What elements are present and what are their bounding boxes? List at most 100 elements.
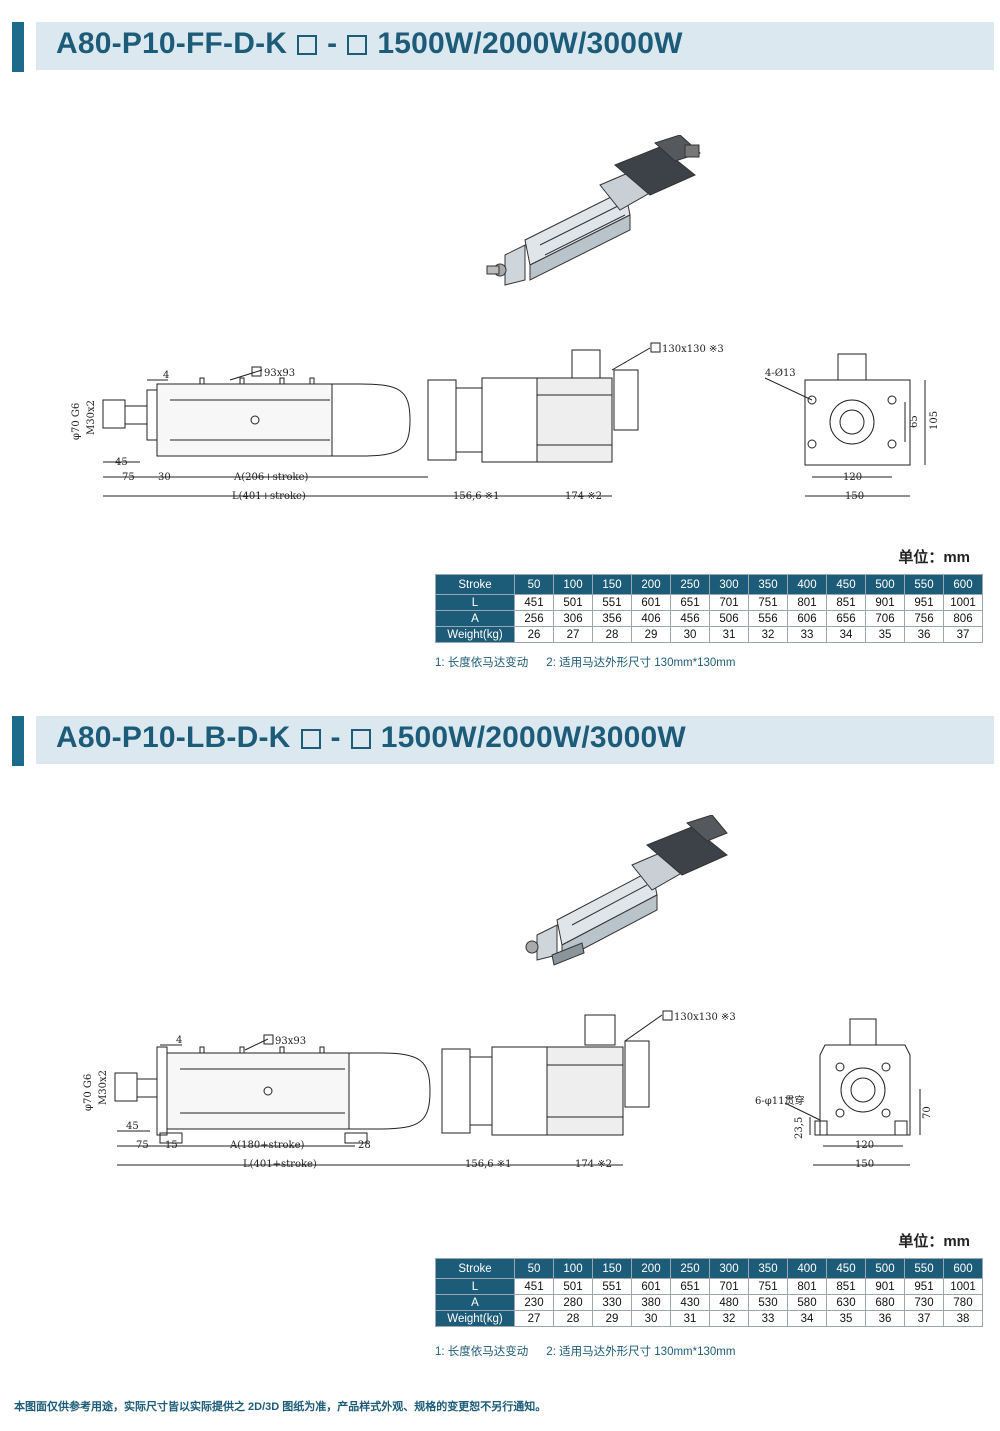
checkbox-placeholder-icon [297,35,318,55]
dim-a: A(206+stroke) [233,472,309,483]
holes-label: 6-φ11贯穿 [755,1094,804,1107]
table-cell: 656 [826,610,866,627]
table-cell: 37 [904,1310,944,1327]
dim-65: 65 [909,415,920,428]
table-cell: 32 [748,626,788,643]
dim-75: 75 [122,472,135,483]
table-row: L 451 501 551 601 651 701 751 801 851 90… [435,1278,983,1295]
title-accent [12,22,24,72]
table-header-row: Stroke 50 100 150 200 250 300 350 400 45… [435,574,983,595]
header-cell: Stroke [435,1258,515,1279]
table-cell: 28 [553,1310,593,1327]
dim-l: L(401+stroke) [232,491,306,502]
table-cell: 801 [787,1278,827,1295]
section-ff: A80-P10-FF-D-K - 1500W/2000W/3000W [0,0,1000,700]
table-cell: 356 [592,610,632,627]
row-label: Weight(kg) [435,626,515,643]
table-cell: 951 [904,594,944,611]
stroke-cell: 300 [709,574,749,595]
stroke-cell: 600 [943,1258,983,1279]
section-title: A80-P10-LB-D-K - 1500W/2000W/3000W [56,721,686,755]
table-cell: 430 [670,1294,710,1311]
table-cell: 456 [670,610,710,627]
table-cell: 701 [709,594,749,611]
table-cell: 30 [670,626,710,643]
table-cell: 806 [943,610,983,627]
spec-table: Stroke 50 100 150 200 250 300 350 400 45… [435,1258,983,1327]
dim-156-6: 156,6 ※1 [453,491,500,502]
square-symbol-icon [650,342,661,353]
table-cell: 501 [553,594,593,611]
table-header-row: Stroke 50 100 150 200 250 300 350 400 45… [435,1258,983,1279]
row-label: A [435,610,515,627]
dim-28: 28 [358,1140,371,1151]
table-cell: 27 [514,1310,554,1327]
table-cell: 30 [631,1310,671,1327]
actuator-iso-image [486,135,701,286]
stroke-cell: 250 [670,574,710,595]
table-cell: 601 [631,1278,671,1295]
dim-174: 174 ※2 [575,1159,612,1170]
power-options: 1500W/2000W/3000W [377,27,683,60]
table-cell: 230 [514,1294,554,1311]
table-cell: 506 [709,610,749,627]
dim-23-5: 23,5 [794,1117,805,1139]
checkbox-placeholder-icon [300,729,321,749]
table-cell: 651 [670,1278,710,1295]
notes: 1: 长度依马达变动 2: 适用马达外形尺寸 130mm*130mm [435,1343,735,1359]
table-row: Weight(kg) 26 27 28 29 30 31 32 33 34 35… [435,626,983,643]
dim-45: 45 [115,457,128,468]
table-row: A 256 306 356 406 456 506 556 606 656 70… [435,610,983,627]
table-cell: 1001 [943,594,983,611]
stroke-cell: 300 [709,1258,749,1279]
table-cell: 901 [865,594,905,611]
table-cell: 480 [709,1294,749,1311]
spec-table: Stroke 50 100 150 200 250 300 350 400 45… [435,574,983,643]
stroke-cell: 450 [826,574,866,595]
checkbox-placeholder-icon [347,35,368,55]
table-cell: 36 [865,1310,905,1327]
table-cell: 706 [865,610,905,627]
side-view-drawing: 4 93x93 130x130 ※3 φ70 G6 M30x2 45 75 15… [0,1005,1000,1175]
table-cell: 36 [904,626,944,643]
stroke-cell: 50 [514,1258,554,1279]
row-label: L [435,1278,515,1295]
table-cell: 580 [787,1294,827,1311]
title-dash: - [327,27,338,60]
note-1: 1: 长度依马达变动 [435,657,529,669]
dim-45: 45 [126,1121,139,1132]
table-cell: 35 [826,1310,866,1327]
table-cell: 601 [631,594,671,611]
stroke-cell: 350 [748,574,788,595]
dim-l: L(401+stroke) [243,1159,317,1170]
table-cell: 306 [553,610,593,627]
table-cell: 606 [787,610,827,627]
table-cell: 451 [514,1278,554,1295]
table-cell: 35 [865,626,905,643]
table-cell: 851 [826,594,866,611]
dim-150: 150 [845,491,864,502]
table-cell: 34 [787,1310,827,1327]
table-cell: 901 [865,1278,905,1295]
table-cell: 551 [592,594,632,611]
header-cell: Stroke [435,574,515,595]
stroke-cell: 400 [787,1258,827,1279]
table-cell: 1001 [943,1278,983,1295]
stroke-cell: 200 [631,1258,671,1279]
table-cell: 37 [943,626,983,643]
actuator-iso-image [525,815,728,966]
table-cell: 751 [748,594,788,611]
dim-70: 70 [922,1106,933,1119]
dim-15: 15 [165,1140,178,1151]
stroke-cell: 100 [553,574,593,595]
table-cell: 280 [553,1294,593,1311]
rod-diameter-label: φ70 G6 [83,1074,94,1111]
table-cell: 730 [904,1294,944,1311]
table-cell: 29 [631,626,671,643]
table-cell: 27 [553,626,593,643]
square-symbol-icon [251,366,262,377]
table-cell: 380 [631,1294,671,1311]
dim-105: 105 [929,411,940,430]
stroke-cell: 250 [670,1258,710,1279]
thread-label: M30x2 [86,400,97,435]
